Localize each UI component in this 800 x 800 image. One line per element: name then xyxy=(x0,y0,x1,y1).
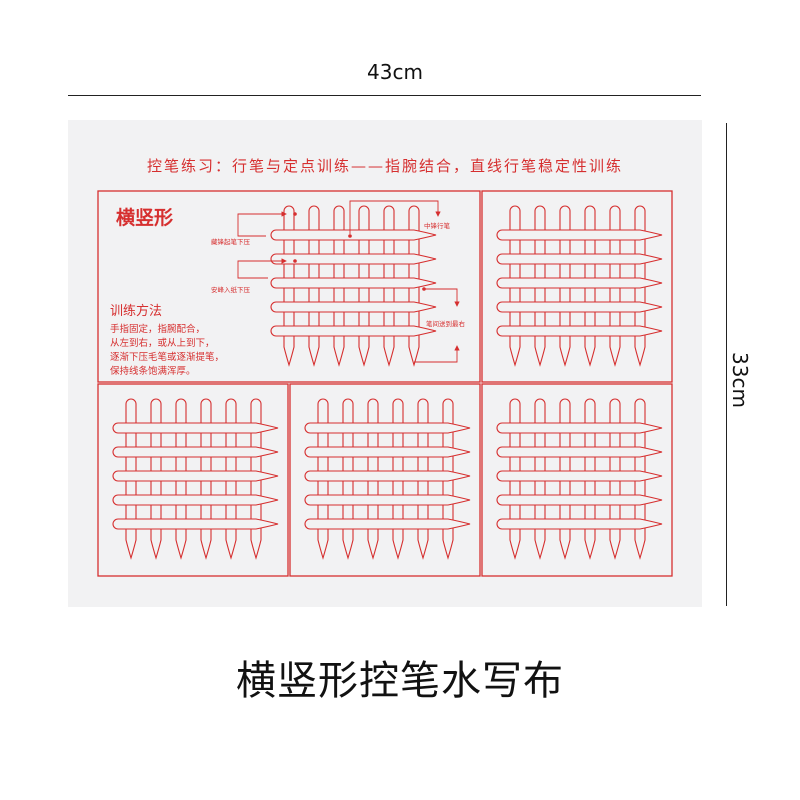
horizontal-stroke xyxy=(304,422,471,434)
horizontal-stroke xyxy=(496,470,663,482)
start-dot-4 xyxy=(422,287,426,291)
annotation-cang-feng: 藏锋起笔下压 xyxy=(211,237,251,246)
arrow-zhong-feng xyxy=(349,200,441,234)
vertical-stroke xyxy=(383,205,395,367)
pattern-bottom-middle xyxy=(304,398,471,560)
vertical-stroke xyxy=(559,398,571,560)
frame-tutorial xyxy=(97,190,481,383)
vertical-stroke xyxy=(225,398,237,560)
frame-bottom-left xyxy=(97,383,289,577)
horizontal-stroke xyxy=(496,325,663,337)
horizontal-stroke xyxy=(496,253,663,265)
arrow-an-feng xyxy=(237,258,287,279)
vertical-stroke xyxy=(250,398,262,560)
pattern-top-right xyxy=(496,205,663,367)
method-line-3: 逐渐下压毛笔或逐渐提笔， xyxy=(110,351,224,363)
width-dimension-line xyxy=(68,95,701,96)
horizontal-stroke xyxy=(112,494,279,506)
height-dimension-line xyxy=(726,123,727,606)
horizontal-stroke xyxy=(304,446,471,458)
frame-bottom-right xyxy=(481,383,673,577)
vertical-stroke xyxy=(200,398,212,560)
annotation-an-feng: 安峰入纸下压 xyxy=(211,285,251,294)
vertical-stroke xyxy=(634,205,646,367)
vertical-stroke xyxy=(609,205,621,367)
vertical-stroke xyxy=(317,398,329,560)
vertical-stroke xyxy=(442,398,454,560)
horizontal-stroke xyxy=(112,446,279,458)
arrow-cang-feng xyxy=(237,211,287,237)
horizontal-stroke xyxy=(496,229,663,241)
horizontal-stroke xyxy=(270,229,437,241)
horizontal-stroke xyxy=(304,518,471,530)
horizontal-stroke xyxy=(496,422,663,434)
annotation-bi-jian: 笔间送到最右 xyxy=(426,319,466,328)
practice-sheet-drawing: 控笔练习：行笔与定点训练——指腕结合，直线行笔稳定性训练 横竖形 训练方法 手指… xyxy=(97,157,673,577)
start-dot-1 xyxy=(293,212,297,216)
vertical-stroke xyxy=(392,398,404,560)
horizontal-stroke xyxy=(304,470,471,482)
vertical-stroke xyxy=(125,398,137,560)
annotation-zhong-feng: 中锋行笔 xyxy=(424,221,451,230)
start-dot-2 xyxy=(348,234,352,238)
horizontal-stroke xyxy=(270,277,437,289)
frame-top-right xyxy=(481,190,673,383)
vertical-stroke xyxy=(150,398,162,560)
vertical-stroke xyxy=(408,205,420,367)
horizontal-stroke xyxy=(112,518,279,530)
method-line-4: 保持线条饱满浑厚。 xyxy=(110,365,196,377)
vertical-stroke xyxy=(584,398,596,560)
vertical-stroke xyxy=(367,398,379,560)
arrow-bi-jian xyxy=(424,288,460,307)
horizontal-stroke xyxy=(496,301,663,313)
horizontal-stroke xyxy=(496,277,663,289)
vertical-stroke xyxy=(609,398,621,560)
vertical-stroke xyxy=(342,398,354,560)
vertical-stroke xyxy=(358,205,370,367)
horizontal-stroke xyxy=(270,325,437,337)
vertical-stroke xyxy=(509,205,521,367)
horizontal-stroke xyxy=(496,494,663,506)
horizontal-stroke xyxy=(270,301,437,313)
arrow-return xyxy=(414,345,460,363)
vertical-stroke xyxy=(308,205,320,367)
practice-sheet: 控笔练习：行笔与定点训练——指腕结合，直线行笔稳定性训练 横竖形 训练方法 手指… xyxy=(68,120,702,607)
horizontal-stroke xyxy=(112,422,279,434)
horizontal-stroke xyxy=(496,518,663,530)
vertical-stroke xyxy=(417,398,429,560)
horizontal-stroke xyxy=(304,494,471,506)
vertical-stroke xyxy=(175,398,187,560)
frame-bottom-middle xyxy=(289,383,481,577)
start-dot-3 xyxy=(293,259,297,263)
horizontal-stroke xyxy=(496,446,663,458)
method-line-1: 手指固定，指腕配合， xyxy=(110,323,205,335)
vertical-stroke xyxy=(509,398,521,560)
vertical-stroke xyxy=(333,205,345,367)
vertical-stroke xyxy=(534,398,546,560)
panel-title: 横竖形 xyxy=(116,206,173,229)
width-dimension-label: 43cm xyxy=(367,60,423,84)
vertical-stroke xyxy=(559,205,571,367)
sheet-header: 控笔练习：行笔与定点训练——指腕结合，直线行笔稳定性训练 xyxy=(147,157,623,175)
horizontal-stroke xyxy=(112,470,279,482)
vertical-stroke xyxy=(534,205,546,367)
vertical-stroke xyxy=(283,205,295,367)
vertical-stroke xyxy=(584,205,596,367)
pattern-tutorial xyxy=(270,205,437,367)
method-line-2: 从左到右，或从上到下， xyxy=(110,337,215,349)
pattern-bottom-left xyxy=(112,398,279,560)
product-caption: 横竖形控笔水写布 xyxy=(236,658,564,704)
method-title: 训练方法 xyxy=(110,303,162,319)
pattern-bottom-right xyxy=(496,398,663,560)
vertical-stroke xyxy=(634,398,646,560)
horizontal-stroke xyxy=(270,253,437,265)
height-dimension-label: 33cm xyxy=(728,352,752,408)
